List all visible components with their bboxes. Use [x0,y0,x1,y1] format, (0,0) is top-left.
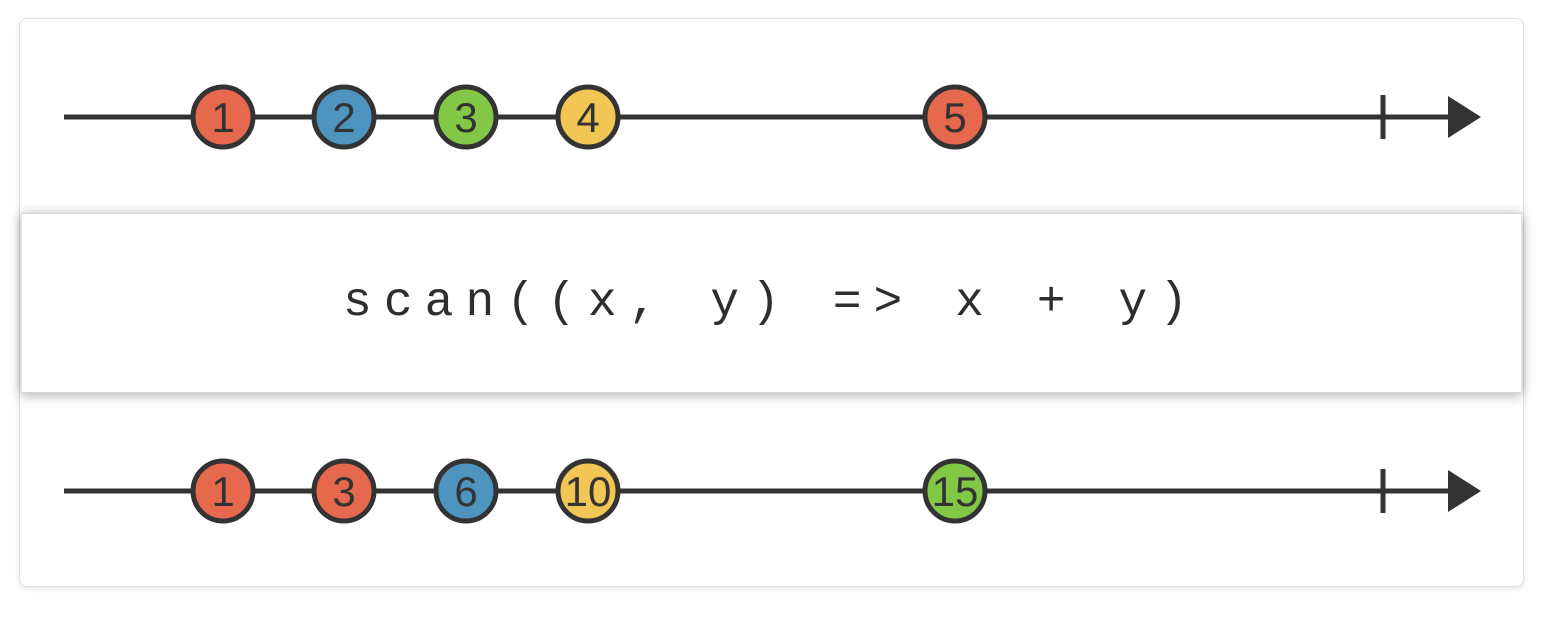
marble-value: 1 [211,468,234,515]
arrow-head-icon [1448,96,1481,138]
marble-value: 6 [454,468,477,515]
marble-15: 15 [922,458,988,524]
marble-circle [555,458,621,524]
marble-3[interactable]: 3 [433,84,499,150]
marble-value: 15 [932,468,979,515]
marble-value: 1 [211,94,234,141]
marble-value: 4 [576,94,599,141]
output-timeline: 1 3 6 10 15 [64,458,1481,524]
source-timeline: 1 2 3 4 5 [64,84,1481,150]
operator-box: scan((x, y) => x + y) [21,213,1522,393]
marble-circle[interactable] [433,84,499,150]
marble-circle [190,458,256,524]
marble-4[interactable]: 4 [555,84,621,150]
marble-2[interactable]: 2 [311,84,377,150]
marble-circle[interactable] [190,84,256,150]
operator-label: scan((x, y) => x + y) [343,276,1200,330]
marble-circle[interactable] [311,84,377,150]
marble-5[interactable]: 5 [922,84,988,150]
marble-6: 6 [433,458,499,524]
marble-1: 1 [190,458,256,524]
marble-circle[interactable] [922,84,988,150]
marble-value: 2 [332,94,355,141]
marble-value: 10 [565,468,612,515]
marble-value: 3 [332,468,355,515]
marble-circle [311,458,377,524]
marble-circle [433,458,499,524]
marble-diagram-card: 1 2 3 4 5 scan((x, y) => x + y) 1 3 6 10 15 [19,18,1524,587]
marble-value: 5 [943,94,966,141]
marble-value: 3 [454,94,477,141]
marble-10: 10 [555,458,621,524]
marble-3: 3 [311,458,377,524]
arrow-head-icon [1448,470,1481,512]
marble-circle [922,458,988,524]
marble-circle[interactable] [555,84,621,150]
marble-1[interactable]: 1 [190,84,256,150]
